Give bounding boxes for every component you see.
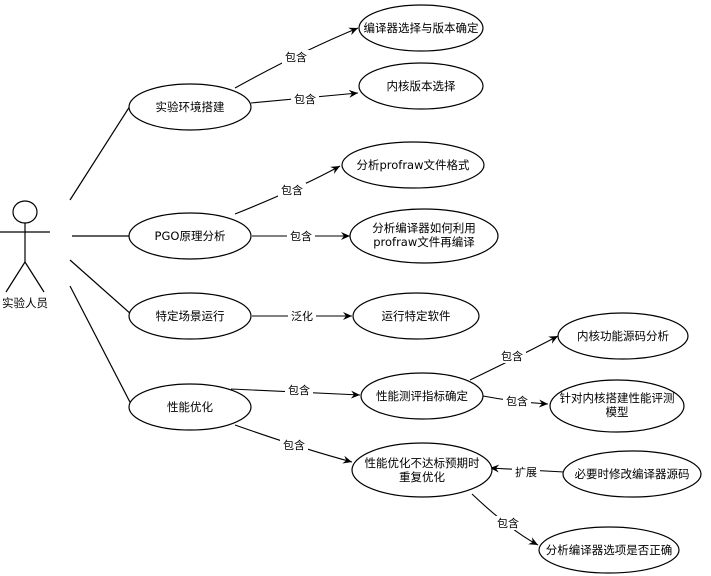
use-case-kernel-model-label-line1: 针对内核搭建性能评测 xyxy=(560,391,675,405)
use-case-env-setup xyxy=(128,83,252,131)
use-case-kernel-version-label: 内核版本选择 xyxy=(387,79,456,93)
use-case-profraw-format-label: 分析profraw文件格式 xyxy=(356,158,470,172)
edge-label-include-6: 包含 xyxy=(283,438,305,452)
use-case-compiler-use-profraw xyxy=(349,208,499,264)
use-case-perf-opt-label: 性能优化 xyxy=(167,400,213,414)
use-case-metric-define xyxy=(360,372,484,420)
use-case-env-setup-label: 实验环境搭建 xyxy=(156,100,225,114)
use-case-reoptimize-label-line2: 重复优化 xyxy=(399,470,445,484)
use-case-run-software-label: 运行特定软件 xyxy=(382,309,451,323)
use-case-pgo-principle xyxy=(128,212,252,260)
use-case-kernel-model-label-line2: 模型 xyxy=(606,405,629,419)
use-case-kernel-source-label: 内核功能源码分析 xyxy=(577,329,669,343)
use-case-scenario-run-label: 特定场景运行 xyxy=(156,309,225,323)
use-case-metric-define-label: 性能测评指标确定 xyxy=(376,389,468,403)
edge-label-backgrounds xyxy=(278,50,540,530)
use-case-compiler-select-label: 编译器选择与版本确定 xyxy=(364,21,479,35)
use-case-modify-compiler xyxy=(562,450,702,498)
edge-label-include-9: 包含 xyxy=(497,516,519,530)
use-case-pgo-principle-label: PGO原理分析 xyxy=(155,229,226,243)
use-case-perf-opt xyxy=(128,383,252,431)
edge-label-include-3: 包含 xyxy=(281,183,303,197)
edge-label-include-4: 包含 xyxy=(290,229,312,243)
use-case-reoptimize xyxy=(351,442,493,498)
use-case-profraw-format xyxy=(341,141,485,189)
use-case-run-software xyxy=(352,292,480,340)
edge-label-include-8: 包含 xyxy=(506,394,528,408)
use-case-compiler-select xyxy=(358,4,484,52)
edge-label-generalize: 泛化 xyxy=(291,309,313,323)
use-case-kernel-source xyxy=(557,312,689,360)
association-lines xyxy=(69,105,134,409)
edge-label-include-5: 包含 xyxy=(288,383,310,397)
actor-stick-figure xyxy=(0,200,50,293)
use-case-kernel-model xyxy=(549,379,685,433)
use-case-kernel-version xyxy=(358,62,484,110)
use-case-scenario-run xyxy=(128,292,252,340)
edge-label-include-2: 包含 xyxy=(294,92,316,106)
actor-label: 实验人员 xyxy=(2,296,48,310)
edge-label-include-1: 包含 xyxy=(285,50,307,64)
edge-label-include-7: 包含 xyxy=(501,349,523,363)
use-case-modify-compiler-label: 必要时修改编译器源码 xyxy=(575,467,690,481)
use-case-reoptimize-label-line1: 性能优化不达标预期时 xyxy=(365,456,480,470)
use-case-ellipses xyxy=(128,4,702,574)
use-case-compiler-use-profraw-label-line2: profraw文件再编译 xyxy=(373,235,475,249)
use-case-check-compiler-opts xyxy=(538,526,680,574)
use-case-compiler-use-profraw-label-line1: 分析编译器如何利用 xyxy=(372,221,476,235)
use-case-check-compiler-opts-label: 分析编译器选项是否正确 xyxy=(546,543,673,557)
edge-label-extend: 扩展 xyxy=(515,465,537,479)
